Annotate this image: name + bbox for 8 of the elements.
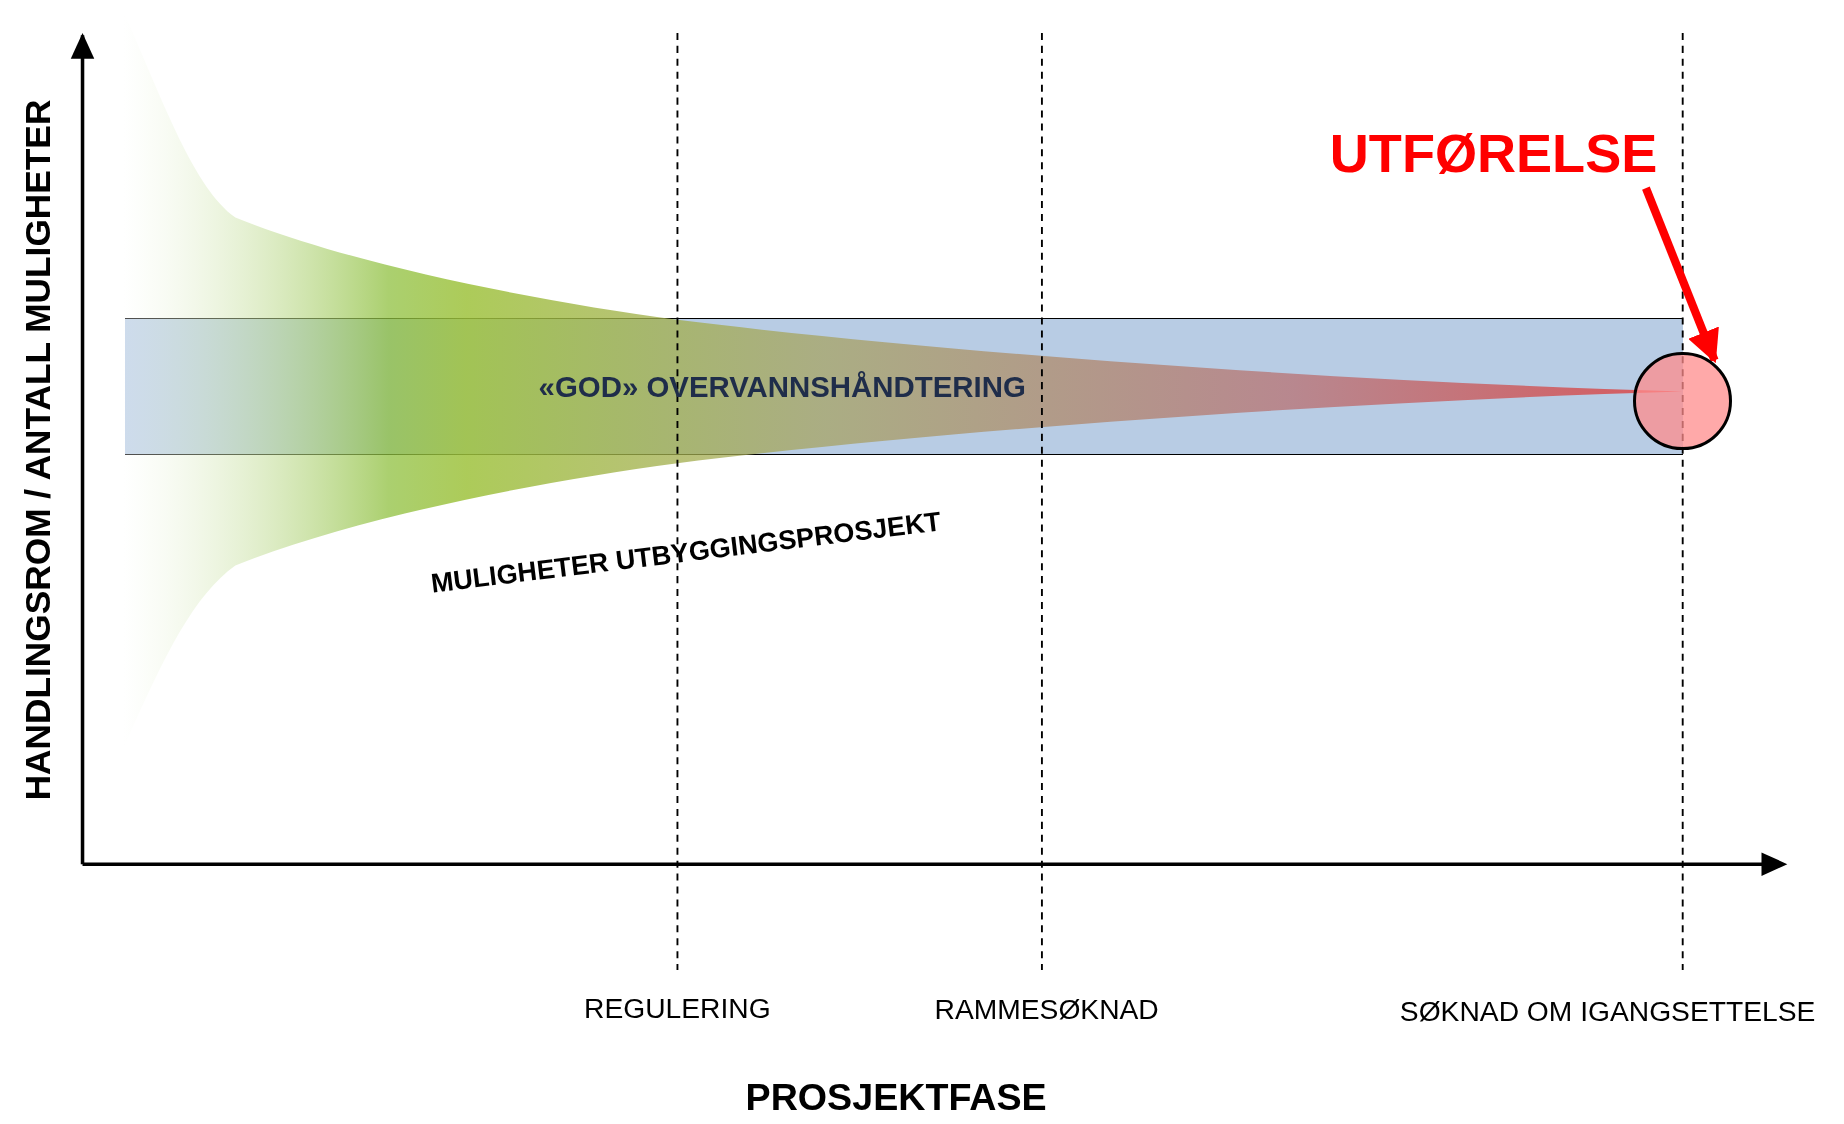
callout-heading: UTFØRELSE xyxy=(1331,117,1656,189)
axis-title: PROSJEKTFASE xyxy=(745,1075,1047,1119)
phase-label: REGULERING xyxy=(584,991,771,1025)
phase-label: SØKNAD OM IGANGSETTELSE xyxy=(1399,994,1816,1028)
phase-label: RAMMESØKNAD xyxy=(934,992,1159,1026)
arrow xyxy=(1642,186,1719,364)
band-label: «GOD» OVERVANNSHÅNDTERING xyxy=(538,370,1026,405)
axis-title: HANDLINGSROM / ANTALL MULIGHETER xyxy=(17,100,58,801)
